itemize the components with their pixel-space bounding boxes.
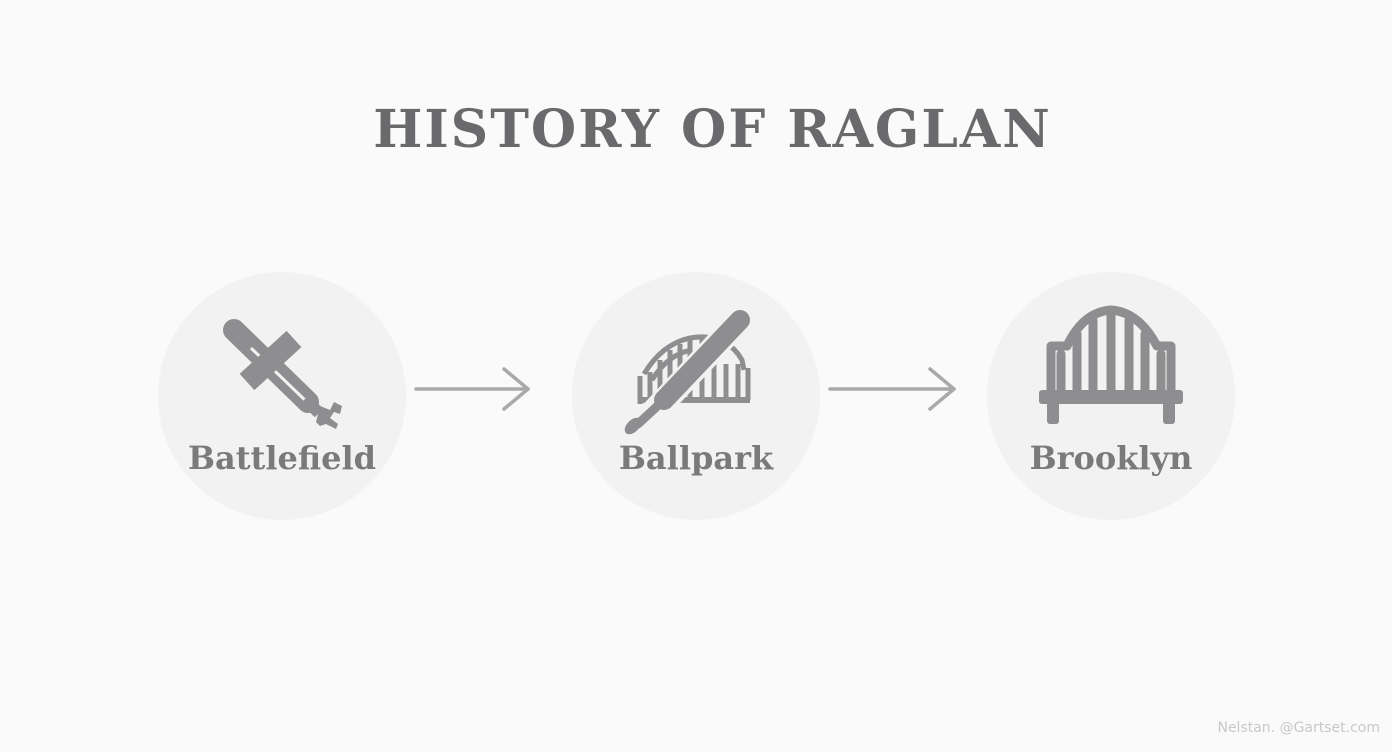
watermark: Nelstan. @Gartset.com [1217,720,1380,736]
diagram-title: HISTORY OF RAGLAN [373,99,1052,160]
arrow-right-icon [414,367,530,411]
step-label-ballpark: Ballpark [618,439,774,477]
sword-icon [223,319,342,429]
step-brooklyn: Brooklyn [987,272,1235,520]
baseball-bat-stadium-icon [624,307,753,435]
step-label-brooklyn: Brooklyn [1029,439,1193,477]
step-label-battlefield: Battlefield [187,439,376,477]
step-ballpark: Ballpark [572,272,820,520]
bridge-icon [1039,305,1183,424]
step-battlefield: Battlefield [158,272,406,520]
arrow-right-icon [828,367,956,411]
